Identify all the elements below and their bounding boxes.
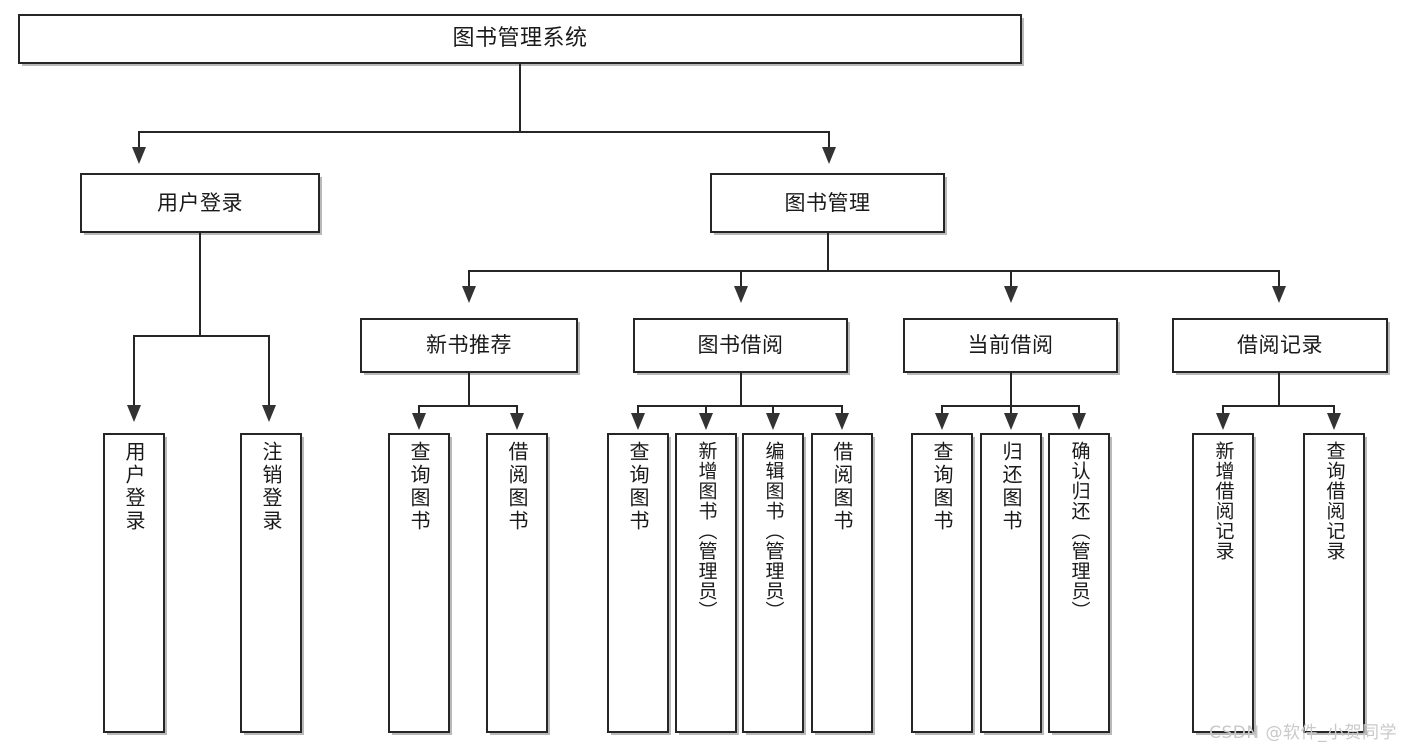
arrow-to-leaf-query-book-3 bbox=[935, 413, 949, 430]
node-new-book-recommend[interactable]: 新书推荐 bbox=[360, 318, 578, 373]
leaf-edit-book-admin[interactable]: 编辑图书（管理员） bbox=[742, 433, 804, 733]
node-label: 借阅图书 bbox=[505, 441, 529, 533]
connector-new-book-drop-2 bbox=[516, 405, 518, 415]
leaf-add-borrow-record[interactable]: 新增借阅记录 bbox=[1192, 433, 1254, 733]
arrow-to-book-management bbox=[822, 147, 836, 164]
connector-root-bus-left-drop bbox=[138, 131, 140, 149]
arrow-to-leaf-logout bbox=[262, 405, 276, 422]
connector-borrow-record-drop-2 bbox=[1333, 405, 1335, 415]
connector-book-management-stem bbox=[827, 233, 829, 271]
arrow-to-user-login bbox=[132, 147, 146, 164]
leaf-query-book-current[interactable]: 查询图书 bbox=[911, 433, 973, 733]
node-label: 查询图书 bbox=[407, 441, 431, 533]
node-label: 用户登录 bbox=[122, 441, 146, 533]
connector-level2-bus bbox=[468, 270, 1280, 272]
node-book-management[interactable]: 图书管理 bbox=[710, 173, 945, 233]
arrow-to-leaf-user-login bbox=[127, 405, 141, 422]
connector-new-book-bus bbox=[418, 405, 518, 407]
leaf-logout[interactable]: 注销登录 bbox=[240, 433, 302, 733]
node-label: 查询借阅记录 bbox=[1323, 441, 1346, 561]
connector-borrow-record-drop-1 bbox=[1222, 405, 1224, 415]
node-label: 借阅记录 bbox=[1237, 333, 1323, 358]
arrow-to-leaf-borrow-book-2 bbox=[835, 413, 849, 430]
arrow-to-current-borrow bbox=[1004, 286, 1018, 303]
node-label: 新增借阅记录 bbox=[1212, 441, 1235, 561]
node-label: 借阅图书 bbox=[830, 441, 854, 533]
leaf-user-login[interactable]: 用户登录 bbox=[103, 433, 165, 733]
leaf-query-book-borrow[interactable]: 查询图书 bbox=[607, 433, 669, 733]
arrow-to-leaf-borrow-book-1 bbox=[510, 413, 524, 430]
connector-book-borrow-drop-1 bbox=[637, 405, 639, 415]
node-label: 新书推荐 bbox=[426, 333, 512, 358]
arrow-to-leaf-add-record bbox=[1216, 413, 1230, 430]
leaf-query-book-recommend[interactable]: 查询图书 bbox=[388, 433, 450, 733]
connector-book-borrow-bus bbox=[637, 405, 843, 407]
connector-current-borrow-drop-2 bbox=[1010, 405, 1012, 415]
arrow-to-leaf-edit-book bbox=[766, 413, 780, 430]
arrow-to-leaf-add-book bbox=[699, 413, 713, 430]
connector-current-borrow-stem bbox=[1010, 373, 1012, 406]
connector-user-login-bus-left-drop bbox=[133, 335, 135, 407]
node-user-login[interactable]: 用户登录 bbox=[80, 173, 320, 233]
connector-book-borrow-drop-3 bbox=[772, 405, 774, 415]
arrow-to-leaf-confirm-return bbox=[1072, 413, 1086, 430]
node-label: 查询图书 bbox=[930, 441, 954, 533]
connector-root-bus bbox=[138, 131, 830, 133]
connector-level2-drop-2 bbox=[740, 270, 742, 288]
node-current-borrow[interactable]: 当前借阅 bbox=[903, 318, 1118, 373]
arrow-to-leaf-query-record bbox=[1327, 413, 1341, 430]
node-label: 归还图书 bbox=[999, 441, 1023, 533]
node-label: 图书管理 bbox=[784, 190, 871, 215]
connector-user-login-bus-right-drop bbox=[268, 335, 270, 407]
leaf-confirm-return-admin[interactable]: 确认归还（管理员） bbox=[1048, 433, 1110, 733]
arrow-to-borrow-record bbox=[1272, 286, 1286, 303]
arrow-to-leaf-return-book bbox=[1004, 413, 1018, 430]
arrow-to-leaf-query-book-2 bbox=[631, 413, 645, 430]
connector-borrow-record-bus bbox=[1222, 405, 1335, 407]
connector-book-borrow-stem bbox=[740, 373, 742, 406]
connector-current-borrow-drop-1 bbox=[941, 405, 943, 415]
connector-root-stem bbox=[519, 64, 521, 132]
connector-user-login-stem bbox=[199, 233, 201, 336]
node-label: 注销登录 bbox=[259, 441, 283, 533]
node-label: 图书管理系统 bbox=[452, 26, 588, 52]
connector-root-bus-right-drop bbox=[828, 131, 830, 149]
leaf-borrow-book[interactable]: 借阅图书 bbox=[811, 433, 873, 733]
connector-level2-drop-4 bbox=[1278, 270, 1280, 288]
leaf-borrow-book-recommend[interactable]: 借阅图书 bbox=[486, 433, 548, 733]
node-label: 新增图书（管理员） bbox=[695, 441, 718, 621]
node-label: 确认归还（管理员） bbox=[1068, 441, 1091, 621]
connector-user-login-bus bbox=[133, 335, 270, 337]
connector-new-book-stem bbox=[468, 373, 470, 406]
connector-level2-drop-1 bbox=[468, 270, 470, 288]
node-borrow-record[interactable]: 借阅记录 bbox=[1172, 318, 1388, 373]
node-label: 编辑图书（管理员） bbox=[762, 441, 785, 621]
connector-book-borrow-drop-4 bbox=[841, 405, 843, 415]
node-label: 图书借阅 bbox=[697, 333, 784, 358]
csdn-watermark: CSDN @软件_小贺同学 bbox=[1209, 723, 1397, 743]
connector-new-book-drop-1 bbox=[418, 405, 420, 415]
arrow-to-leaf-query-book-1 bbox=[412, 413, 426, 430]
connector-current-borrow-drop-3 bbox=[1078, 405, 1080, 415]
arrow-to-book-borrow bbox=[734, 286, 748, 303]
arrow-to-new-book-recommend bbox=[462, 286, 476, 303]
node-root-system[interactable]: 图书管理系统 bbox=[18, 14, 1022, 64]
node-label: 查询图书 bbox=[626, 441, 650, 533]
leaf-add-book-admin[interactable]: 新增图书（管理员） bbox=[675, 433, 737, 733]
node-book-borrow[interactable]: 图书借阅 bbox=[633, 318, 848, 373]
node-label: 用户登录 bbox=[157, 190, 243, 215]
connector-level2-drop-3 bbox=[1010, 270, 1012, 288]
leaf-return-book[interactable]: 归还图书 bbox=[980, 433, 1042, 733]
connector-book-borrow-drop-2 bbox=[705, 405, 707, 415]
node-label: 当前借阅 bbox=[967, 333, 1054, 358]
leaf-query-borrow-record[interactable]: 查询借阅记录 bbox=[1303, 433, 1365, 733]
connector-borrow-record-stem bbox=[1278, 373, 1280, 406]
